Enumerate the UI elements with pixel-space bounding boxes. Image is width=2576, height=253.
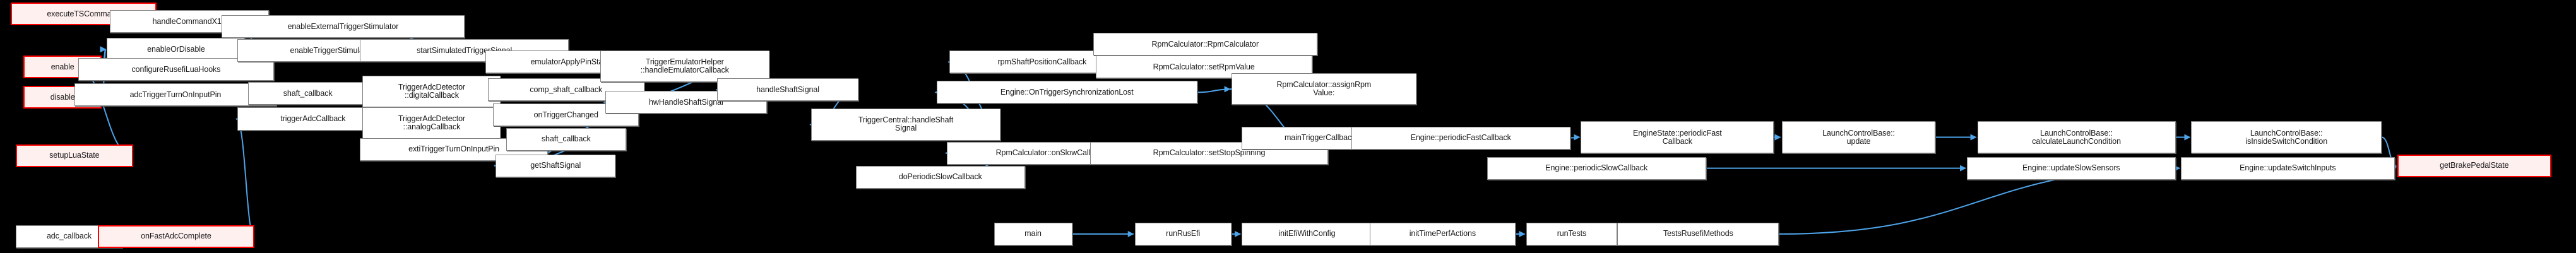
graph-node-n24[interactable]: getShaftSignal — [496, 154, 616, 177]
call-edge — [1197, 86, 1231, 93]
graph-node-n16[interactable]: TriggerAdcDetector ::analogCallback — [362, 107, 501, 139]
graph-node-n9[interactable]: onFastAdcComplete — [97, 225, 254, 248]
graph-node-n43[interactable]: Engine::updateSwitchInputs — [2180, 156, 2395, 180]
graph-node-n38[interactable]: EngineState::periodicFast Callback — [1581, 121, 1774, 153]
graph-node-n22[interactable]: TriggerEmulatorHelper ::handleEmulatorCa… — [600, 50, 770, 83]
graph-node-n28[interactable]: Engine::OnTriggerSynchronizationLost — [936, 81, 1197, 104]
graph-node-n46[interactable]: runRusEfi — [1134, 222, 1232, 245]
graph-node-n31[interactable]: RpmCalculator::RpmCalculator — [1093, 33, 1317, 56]
graph-node-n25[interactable]: handleShaftSignal — [717, 78, 858, 102]
graph-node-n6[interactable]: enableOrDisable — [107, 38, 246, 61]
graph-node-n30[interactable]: doPeriodicSlowCallback — [855, 165, 1026, 189]
call-edge — [2390, 163, 2397, 170]
graph-node-n47[interactable]: initEfiWithConfig — [1242, 222, 1372, 245]
call-edge — [76, 66, 133, 156]
graph-node-n48[interactable]: initTimePerfActions — [1369, 222, 1516, 245]
graph-node-n21[interactable]: shaft_callback — [506, 127, 626, 151]
graph-node-n26[interactable]: TriggerCentral::handleShaft Signal — [811, 109, 1000, 141]
graph-node-n10[interactable]: enableExternalTriggerStimulator — [222, 15, 465, 38]
graph-node-n41[interactable]: LaunchControlBase:: isInsideSwitchCondit… — [2191, 121, 2382, 153]
graph-node-n39[interactable]: LaunchControlBase:: update — [1781, 121, 1936, 153]
call-edge — [235, 115, 255, 237]
graph-node-n15[interactable]: TriggerAdcDetector ::digitalCallback — [362, 76, 501, 108]
graph-node-n12[interactable]: shaft_callback — [247, 82, 368, 105]
graph-node-n50[interactable]: TestsRusefiMethods — [1617, 222, 1779, 245]
graph-node-n36[interactable]: Engine::periodicFastCallback — [1351, 126, 1570, 150]
graph-node-n45[interactable]: main — [994, 222, 1072, 245]
graph-node-n37[interactable]: Engine::periodicSlowCallback — [1487, 156, 1706, 180]
graph-node-n7[interactable]: configureRusefiLuaHooks — [78, 58, 274, 81]
graph-node-n40[interactable]: LaunchControlBase:: calculateLaunchCondi… — [1977, 121, 2176, 153]
graph-node-n34[interactable]: RpmCalculator::assignRpm Value: — [1231, 73, 1417, 105]
graph-node-n49[interactable]: runTests — [1526, 222, 1618, 245]
graph-node-n8[interactable]: adcTriggerTurnOnInputPin — [74, 83, 277, 107]
graph-node-n44[interactable]: getBrakePedalState — [2397, 154, 2551, 177]
graph-node-n42[interactable]: Engine::updateSlowSensors — [1967, 156, 2176, 180]
graph-node-n20[interactable]: onTriggerChanged — [493, 103, 639, 127]
graph-node-n3[interactable]: setupLuaState — [15, 144, 133, 167]
